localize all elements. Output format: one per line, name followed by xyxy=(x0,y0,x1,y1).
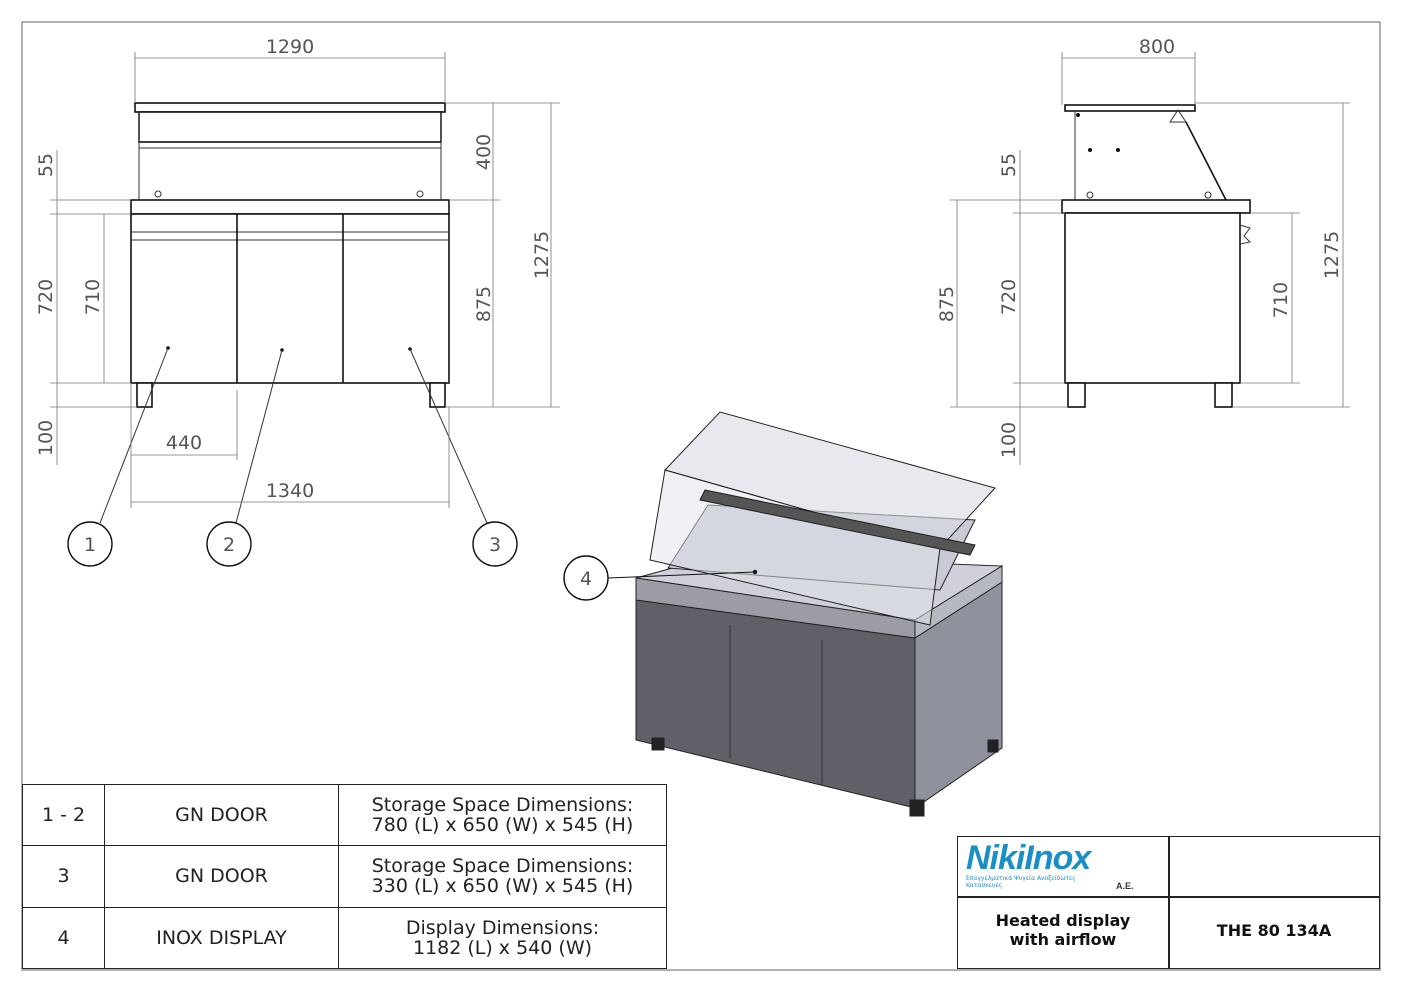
balloon-1: 1 xyxy=(67,521,113,567)
description-line1: Heated display xyxy=(995,911,1131,930)
dim-1275: 1275 xyxy=(1321,231,1343,279)
dim-400: 400 xyxy=(473,134,495,170)
item-number: 4 xyxy=(22,906,105,970)
desc-title: Display Dimensions: xyxy=(405,916,600,939)
balloon-4: 4 xyxy=(563,555,609,601)
brand-suffix: A.E. xyxy=(1116,881,1134,891)
dim-440: 440 xyxy=(166,432,202,454)
svg-text:4: 4 xyxy=(580,568,592,590)
item-number: 1 - 2 xyxy=(22,783,105,847)
svg-text:1: 1 xyxy=(84,534,96,556)
table-row: 4 INOX DISPLAY Display Dimensions:1182 (… xyxy=(22,906,667,970)
brand-name: NikiInox xyxy=(966,839,1091,877)
dim-1290: 1290 xyxy=(266,36,314,58)
sheet-border xyxy=(21,21,1381,971)
dim-800: 800 xyxy=(1139,36,1175,58)
side-view: 800 55 875 720 100 710 1275 xyxy=(936,36,1350,465)
dim-710: 710 xyxy=(1270,282,1292,318)
desc-title: Storage Space Dimensions: xyxy=(371,855,634,878)
parts-table: 1 - 2 GN DOOR Storage Space Dimensions:7… xyxy=(22,783,667,970)
balloon-3: 3 xyxy=(472,521,518,567)
dim-720: 720 xyxy=(998,279,1020,315)
svg-text:3: 3 xyxy=(489,534,501,556)
title-block: NikiInox Επαγγελματικά Ψυγεία Ανοξείδωτε… xyxy=(957,836,1380,969)
model-number: THE 80 134A xyxy=(1216,921,1332,940)
desc-value: 1182 (L) x 540 (W) xyxy=(412,936,593,959)
dim-1275: 1275 xyxy=(531,231,553,279)
desc-value: 330 (L) x 650 (W) x 545 (H) xyxy=(371,875,634,898)
part-name: INOX DISPLAY xyxy=(104,906,339,970)
item-number: 3 xyxy=(22,845,105,908)
dim-710: 710 xyxy=(82,279,104,315)
description-line2: with airflow xyxy=(1009,930,1117,949)
dim-1340: 1340 xyxy=(266,480,314,502)
part-name: GN DOOR xyxy=(104,845,339,908)
nikiinox-logo: NikiInox Επαγγελματικά Ψυγεία Ανοξείδωτε… xyxy=(966,841,1161,895)
dim-100: 100 xyxy=(998,422,1020,458)
table-row: 1 - 2 GN DOOR Storage Space Dimensions:7… xyxy=(22,783,667,847)
dim-875: 875 xyxy=(473,286,495,322)
balloon-2: 2 xyxy=(206,521,252,567)
part-name: GN DOOR xyxy=(104,783,339,847)
dim-720: 720 xyxy=(35,279,57,315)
svg-text:2: 2 xyxy=(223,534,235,556)
isometric-view xyxy=(607,411,1004,817)
brand-tagline: Επαγγελματικά Ψυγεία Ανοξείδωτες Κατασκε… xyxy=(966,875,1076,889)
dim-100: 100 xyxy=(35,420,57,456)
desc-title: Storage Space Dimensions: xyxy=(371,794,634,817)
dim-55: 55 xyxy=(35,153,57,177)
table-row: 3 GN DOOR Storage Space Dimensions:330 (… xyxy=(22,845,667,908)
dim-875: 875 xyxy=(936,286,958,322)
front-view: 1290 400 875 1275 55 720 710 100 440 134… xyxy=(35,36,560,524)
desc-value: 780 (L) x 650 (W) x 545 (H) xyxy=(371,814,634,837)
dim-55: 55 xyxy=(998,153,1020,177)
